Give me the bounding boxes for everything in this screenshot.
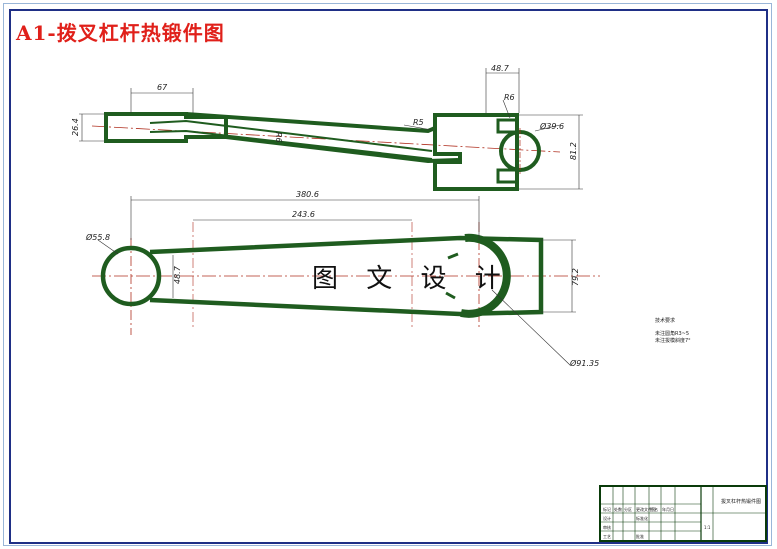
dim-79-2: 79.2: [571, 268, 580, 286]
tb-label-change: 更改文件号: [636, 507, 656, 512]
dim-67: 67: [157, 83, 168, 92]
front-view-large-boss: [460, 233, 511, 318]
tb-label-count: 处数: [614, 507, 622, 512]
drawing-inner-frame: [9, 9, 768, 544]
top-view-slot-top: [496, 118, 519, 134]
dim-r-center: R6: [274, 132, 283, 143]
dim-39-6: Ø39.6: [539, 121, 564, 131]
top-view-slot-bottom: [496, 168, 519, 184]
front-view-arm: [149, 235, 544, 317]
top-view: 67 48.7 R6 R5 26.4 Ø39.6 81.2 R6: [71, 64, 583, 191]
dim-55-8: Ø55.8: [85, 232, 110, 242]
tb-label-review: 审核: [603, 525, 611, 530]
dim-81-2: 81.2: [569, 142, 578, 160]
dim-26-4: 26.4: [71, 118, 80, 136]
top-view-right-boss: [433, 113, 519, 191]
dim-243-6: 243.6: [292, 210, 315, 219]
technical-notes: 技术要求 未注圆角R3~5 未注拔模斜度7°: [655, 318, 691, 345]
dim-380-6: 380.6: [296, 190, 319, 199]
top-view-arm-upper: [185, 112, 436, 134]
tb-label-sign: 签名: [650, 507, 658, 512]
top-view-web-upper: [149, 119, 433, 152]
drawing-outer-frame: [3, 3, 772, 546]
front-view: 380.6 243.6 Ø55.8 48.7 79.2 Ø91.35: [85, 190, 600, 368]
tb-label-process: 工艺: [603, 534, 611, 539]
note-fillet: 未注圆角R3~5: [655, 331, 690, 337]
tb-label-design: 设计: [603, 516, 611, 521]
dim-48-7-side: 48.7: [173, 265, 182, 284]
title-block: 标记 处数 分区 更改文件号 签名 年月日 设计 标准化 审核 工艺 批准 拔叉…: [599, 485, 767, 542]
tb-label-mark: 标记: [603, 507, 611, 512]
top-view-web-lower: [149, 129, 433, 160]
drawing-title: A1-拨叉杠杆热锻件图: [16, 21, 225, 45]
tb-label-standard: 标准化: [636, 516, 648, 521]
tb-drawing-name: 拔叉杠杆热锻件图: [721, 499, 762, 505]
note-heading: 技术要求: [655, 318, 676, 324]
front-view-small-boss: [100, 245, 162, 307]
tb-label-date: 年月日: [662, 507, 674, 512]
watermark-text: 图 文 设 计: [312, 264, 511, 294]
tb-label-approve: 批准: [636, 534, 644, 539]
dim-r5: R5: [413, 118, 424, 127]
dim-91-35: Ø91.35: [569, 358, 599, 368]
dim-r6: R6: [504, 93, 515, 102]
note-draft: 未注拔模斜度7°: [655, 338, 691, 344]
dim-48-7: 48.7: [491, 64, 510, 73]
top-view-centerline: [91, 125, 561, 153]
tb-label-zone: 分区: [624, 507, 632, 512]
tb-scale: 1:1: [704, 525, 711, 530]
